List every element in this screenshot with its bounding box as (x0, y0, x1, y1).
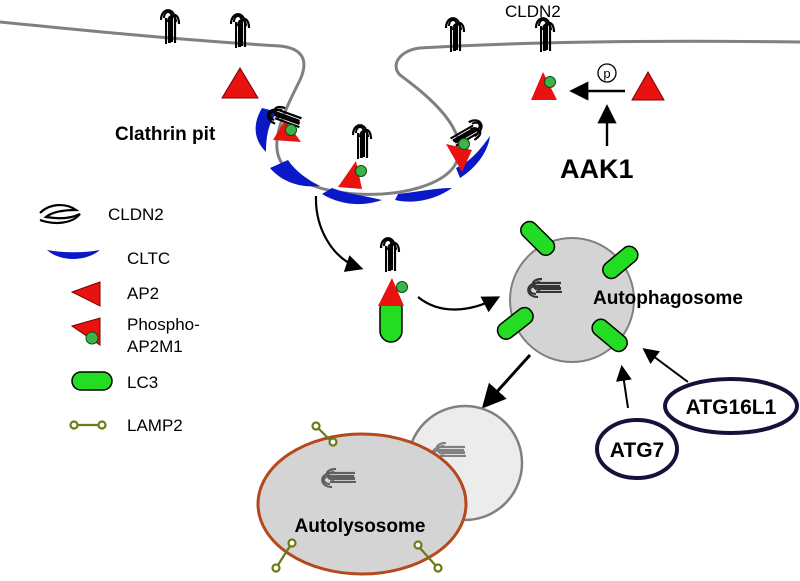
ap2-unphosphorylated-triangle (631, 70, 665, 101)
cltc-piece-4 (395, 188, 452, 202)
ap2-free-triangle (221, 67, 259, 99)
legend-label-phospho: Phospho- (127, 315, 200, 334)
cltc-icon (47, 250, 100, 259)
vesicle-to-autophagosome-arrow (417, 296, 501, 313)
lamp2-icon (69, 420, 107, 430)
legend-label-ap2: AP2 (127, 284, 159, 303)
pit-complex-3 (446, 116, 488, 172)
cldn2-top-label: CLDN2 (505, 2, 561, 21)
legend-label-cltc: CLTC (127, 249, 170, 268)
lc3-piece-1 (520, 220, 556, 256)
autophagosome-to-autolysosome-arrow (481, 353, 532, 409)
atg7-box (595, 418, 679, 480)
autolysosome-label: Autolysosome (295, 516, 426, 537)
atg7-arrow (615, 364, 632, 409)
autolysosome (256, 432, 468, 576)
autophagosome-label: Autophagosome (593, 288, 743, 309)
legend: CLDN2 CLTC AP2 Phospho- AP2M1 LC3 (39, 204, 200, 435)
legend-label-ap2m1: AP2M1 (127, 337, 183, 356)
clathrin-pit-label: Clathrin pit (115, 124, 216, 145)
legend-item-lc3: LC3 (71, 371, 158, 392)
ap2-icon (70, 281, 101, 307)
atg16l1-arrow (642, 348, 689, 383)
lamp2-marker-2 (271, 538, 297, 573)
membrane-phospho-ap2m1 (531, 72, 557, 100)
endocytosed-complex (378, 237, 408, 343)
cltc-piece-3 (322, 188, 382, 205)
lc3-icon (71, 371, 113, 391)
legend-item-cltc: CLTC (47, 249, 170, 268)
lamp2-marker-1 (311, 421, 338, 447)
phospho-ap2m1-icon (70, 317, 101, 346)
aak1-label: AAK1 (560, 154, 634, 184)
legend-label-lc3: LC3 (127, 373, 158, 392)
pit-to-vesicle-arrow (314, 195, 364, 272)
legend-item-lamp2: LAMP2 (69, 416, 183, 435)
atg16l1-label: ATG16L1 (686, 396, 777, 419)
cltc-piece-5 (456, 136, 490, 178)
legend-label-cldn2: CLDN2 (108, 205, 164, 224)
lc3-piece-2 (602, 245, 639, 280)
legend-item-ap2: AP2 (70, 281, 159, 307)
lc3-piece-4 (591, 318, 628, 353)
lamp2-marker-3 (413, 540, 443, 573)
lamp2-markers (271, 421, 443, 573)
lc3-piece-3 (496, 306, 534, 340)
autophagosome-lc3-set (496, 220, 639, 353)
pit-complex-2 (338, 124, 373, 189)
cldn2-membrane-4 (534, 17, 556, 54)
legend-item-phospho-ap2m1: Phospho- AP2M1 (70, 315, 200, 356)
pit-complex-1 (264, 102, 305, 142)
phospho-circle-icon (597, 63, 617, 83)
legend-item-cldn2: CLDN2 (39, 204, 164, 225)
cldn2-icon (39, 204, 81, 225)
atg7-label: ATG7 (610, 439, 664, 462)
phospho-p-label: p (603, 66, 610, 81)
cltc-piece-2 (270, 160, 320, 187)
plasma-membrane (0, 20, 800, 196)
legend-label-lamp2: LAMP2 (127, 416, 183, 435)
atg16l1-box (663, 377, 799, 435)
